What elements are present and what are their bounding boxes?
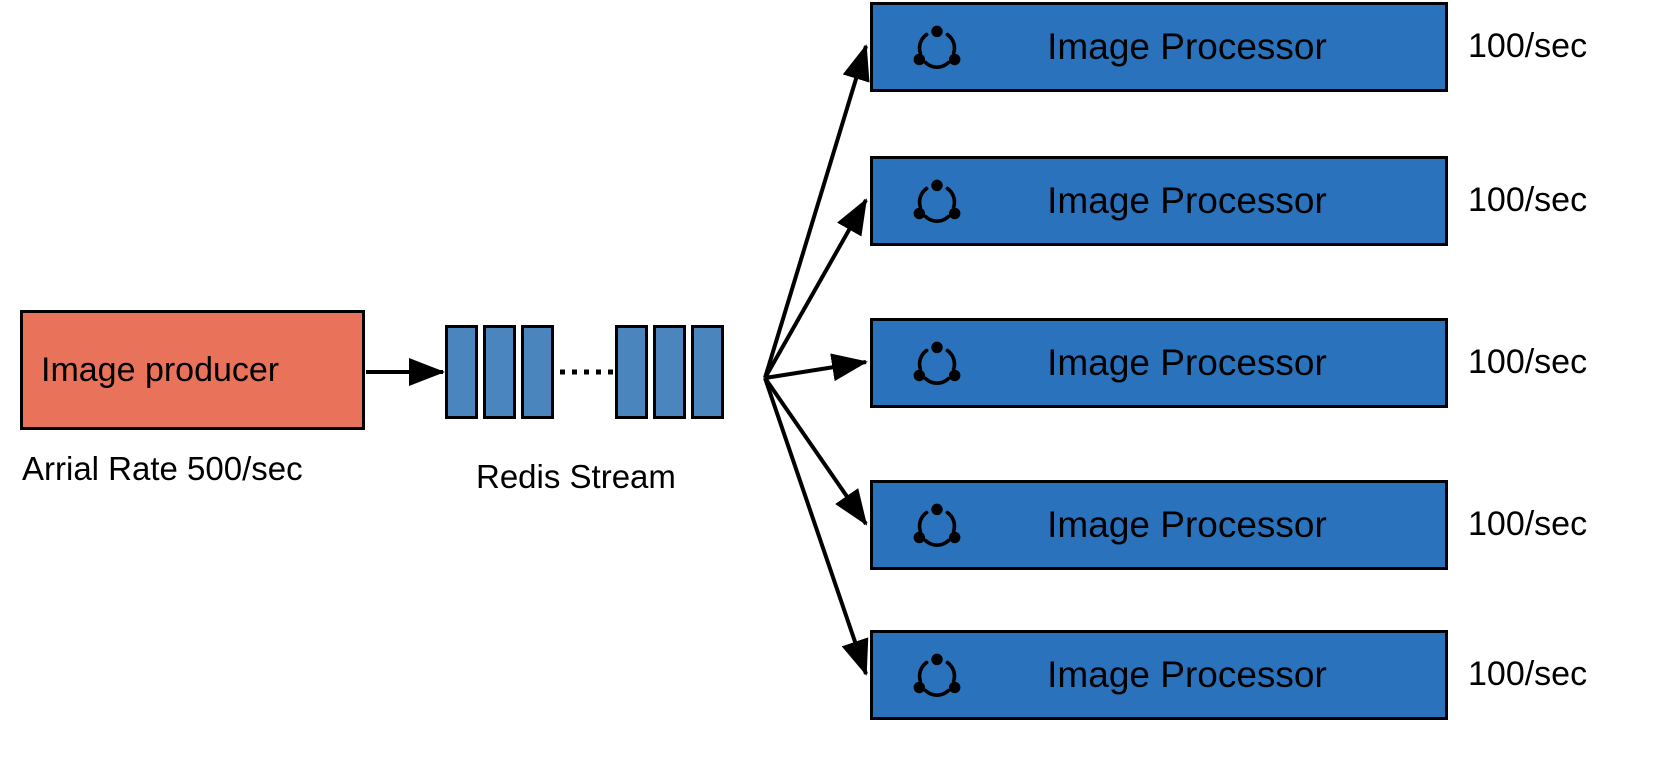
stream-to-processor-arrow xyxy=(763,376,868,526)
processor-throughput-label: 100/sec xyxy=(1468,655,1588,693)
stream-entry-bar xyxy=(691,325,724,419)
stream-entry-bar xyxy=(483,325,516,419)
processor-throughput-label: 100/sec xyxy=(1468,181,1588,219)
arrival-rate-caption: Arrial Rate 500/sec xyxy=(22,450,303,487)
stream-entry-bar xyxy=(653,325,686,419)
redis-stream-caption: Redis Stream xyxy=(476,458,676,495)
share-nodes-icon xyxy=(913,25,961,69)
stream-to-processor-arrow xyxy=(764,353,868,382)
image-processor-box[interactable]: Image Processor xyxy=(870,630,1448,720)
share-nodes-icon xyxy=(913,653,961,697)
image-processor-box[interactable]: Image Processor xyxy=(870,2,1448,92)
image-processor-label: Image Processor xyxy=(1047,654,1327,695)
processor-throughput-label: 100/sec xyxy=(1468,343,1588,381)
stream-to-processor-arrow xyxy=(763,377,869,676)
image-processor-box[interactable]: Image Processor xyxy=(870,318,1448,408)
share-nodes-icon xyxy=(913,179,961,223)
image-processor-label: Image Processor xyxy=(1047,26,1327,67)
stream-to-processor-arrow xyxy=(763,198,868,379)
stream-entry-bar xyxy=(521,325,554,419)
share-nodes-icon xyxy=(913,503,961,547)
image-processor-label: Image Processor xyxy=(1047,342,1327,383)
stream-to-processor-arrow xyxy=(763,44,870,379)
processor-throughput-label: 100/sec xyxy=(1468,27,1588,65)
image-processor-label: Image Processor xyxy=(1047,180,1327,221)
stream-entry-bar xyxy=(615,325,648,419)
image-processor-box[interactable]: Image Processor xyxy=(870,156,1448,246)
share-nodes-icon xyxy=(913,341,961,385)
image-processor-label: Image Processor xyxy=(1047,504,1327,545)
image-processor-box[interactable]: Image Processor xyxy=(870,480,1448,570)
processor-throughput-label: 100/sec xyxy=(1468,505,1588,543)
image-producer-label: Image producer xyxy=(41,350,280,389)
stream-entry-bar xyxy=(445,325,478,419)
image-producer-box[interactable]: Image producer xyxy=(20,310,365,430)
